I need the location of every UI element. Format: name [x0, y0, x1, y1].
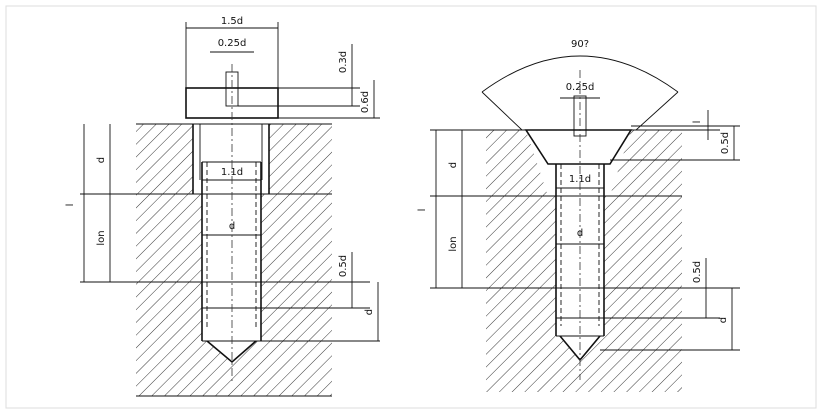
left-head-height-label: 0.6d [360, 91, 371, 113]
right-clearance-label: 1.1d [569, 174, 591, 185]
right-figure: 90? 0.25d 1.1d d l 0.5d l d lon [417, 39, 740, 392]
left-thread-length-label: lon [96, 230, 107, 245]
left-slot-width-label: 0.25d [218, 38, 247, 49]
right-bottom-depth-label: d [718, 317, 729, 323]
right-thread-length-label: lon [448, 236, 459, 251]
right-thread-end-label: 0.5d [692, 261, 703, 283]
left-drill-point [207, 341, 256, 362]
right-diameter-label: d [577, 228, 583, 239]
left-bottom-depth-label: d [364, 309, 375, 315]
right-head-gap-label: l [692, 121, 703, 124]
left-bore [202, 194, 261, 341]
left-total-length-label: l [65, 204, 76, 207]
left-head-width-label: 1.5d [221, 16, 243, 27]
right-total-length-label: l [417, 209, 428, 212]
right-head-angle-label: 90? [571, 39, 589, 50]
left-figure: 1.5d 0.25d 0.3d 0.6d 1.1d d l d lon 0.5d… [65, 16, 380, 397]
right-counterbore-depth-label: d [448, 162, 459, 168]
left-counterbore [193, 124, 269, 194]
left-diameter-label: d [229, 221, 235, 232]
left-counterbore-depth-label: d [96, 157, 107, 163]
right-screw-head [524, 129, 633, 165]
left-thread-end-label: 0.5d [338, 255, 349, 277]
left-clearance-label: 1.1d [221, 167, 243, 178]
right-head-height-label: 0.5d [720, 132, 731, 154]
frame [5, 5, 817, 409]
right-angle-arc [481, 55, 679, 93]
left-slot-depth-label: 0.3d [338, 51, 349, 73]
